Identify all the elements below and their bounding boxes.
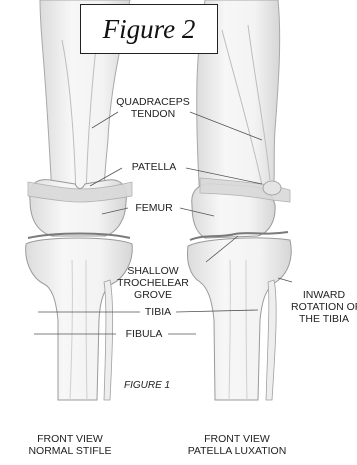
caption-left-line1: FRONT VIEW <box>20 433 120 445</box>
quadriceps-tendon-label: QUADRACEPS TENDON <box>114 96 192 120</box>
tibia-label: TIBIA <box>140 306 176 318</box>
inward-rotation-label-line3: THE TIBIA <box>291 313 357 325</box>
patella-label: PATELLA <box>122 161 186 173</box>
caption-normal-stifle: FRONT VIEW NORMAL STIFLE <box>20 433 120 457</box>
caption-patella-luxation: FRONT VIEW PATELLA LUXATION <box>178 433 296 457</box>
inward-rotation-label-line2: ROTATION OF <box>291 301 357 313</box>
normal-stifle-drawing <box>26 0 133 400</box>
quadriceps-tendon-label-line2: TENDON <box>114 108 192 120</box>
shallow-groove-label: SHALLOW TROCHELEAR GROVE <box>112 265 194 301</box>
fibula-label: FIBULA <box>120 328 168 340</box>
figure-title-box: Figure 2 <box>80 4 218 54</box>
caption-right-line1: FRONT VIEW <box>178 433 296 445</box>
left-tibia <box>26 238 133 400</box>
quadriceps-tendon-label-line1: QUADRACEPS <box>114 96 192 108</box>
shallow-groove-label-line1: SHALLOW <box>112 265 194 277</box>
shallow-groove-label-line2: TROCHELEAR <box>112 277 194 289</box>
patella-luxation-drawing <box>188 0 292 400</box>
sub-figure-label: FIGURE 1 <box>124 380 170 391</box>
right-fibula <box>266 280 276 400</box>
inward-rotation-label: INWARD ROTATION OF THE TIBIA <box>291 289 357 325</box>
caption-right-line2: PATELLA LUXATION <box>178 445 296 457</box>
femur-label: FEMUR <box>128 202 180 214</box>
shallow-groove-label-line3: GROVE <box>112 289 194 301</box>
caption-left-line2: NORMAL STIFLE <box>20 445 120 457</box>
right-patella-displaced <box>263 181 281 195</box>
leader-rotation <box>278 278 292 282</box>
inward-rotation-label-line1: INWARD <box>291 289 357 301</box>
figure-title: Figure 2 <box>103 14 196 45</box>
